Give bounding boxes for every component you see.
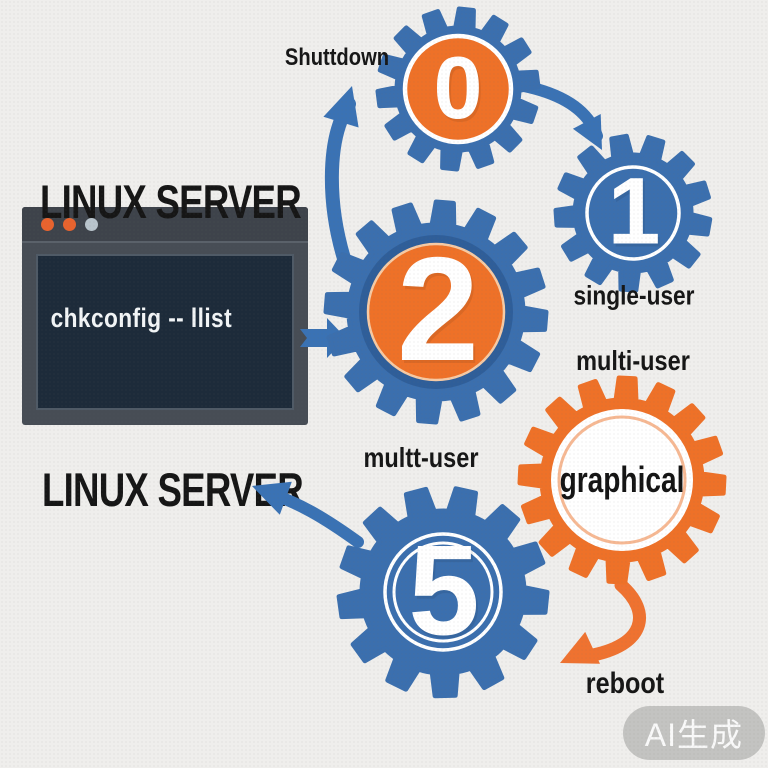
terminal-command-text: chkconfig -- llist: [50, 302, 233, 333]
multi-user-label: multi-user: [576, 345, 690, 376]
arrow-runlevel0-to-runlevel1: [518, 80, 603, 142]
reboot-label: reboot: [585, 667, 665, 700]
linux-server-title-top: LINUX SERVER: [40, 175, 302, 229]
linux-server-title-bottom: LINUX SERVER: [42, 463, 304, 517]
window-control-dot-icon: [63, 217, 76, 231]
arrow-runlevel2-to-shutdown: [324, 97, 356, 275]
terminal-screen: chkconfig -- llist: [36, 254, 294, 410]
window-control-dot-icon: [41, 217, 54, 231]
terminal-titlebar: [22, 207, 308, 243]
arrow-graphical-to-reboot-head: [560, 631, 600, 664]
arrow-runlevel2-to-shutdown-head: [323, 86, 359, 128]
runlevel-graphical-label: graphical: [559, 459, 685, 500]
terminal-window: chkconfig -- llist: [22, 207, 308, 425]
shutdown-label: Shuttdown: [284, 44, 390, 71]
runlevel-1-number: 1: [607, 158, 661, 265]
window-control-dot-icon: [85, 217, 98, 231]
arrow-graphical-to-reboot: [581, 578, 646, 663]
runlevel-0-number: 0: [433, 38, 483, 138]
single-user-label: single-user: [573, 280, 695, 311]
arrow-runlevel0-to-runlevel1-head: [572, 114, 602, 150]
mult-user-label: multt-user: [363, 442, 479, 473]
runlevel-5-number: 5: [408, 519, 480, 663]
runlevel-2-number: 2: [396, 227, 480, 393]
ai-generated-watermark-badge: AI生成: [622, 706, 765, 760]
